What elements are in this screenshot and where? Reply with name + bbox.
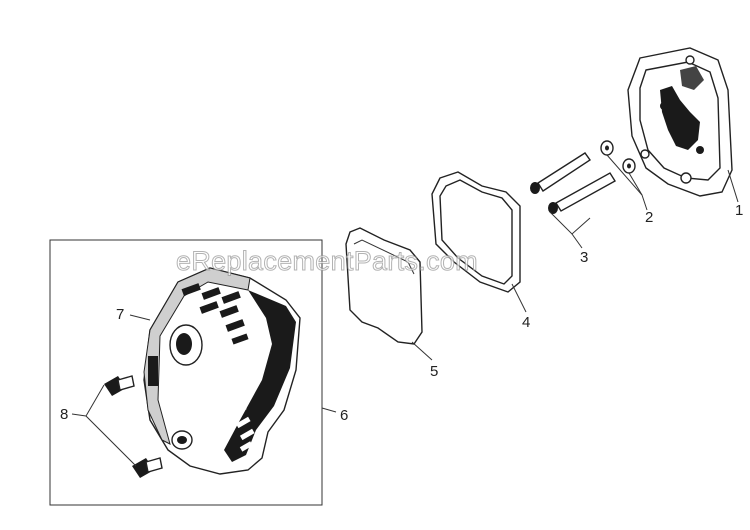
callout-8: 8 [60,406,68,423]
watermark-text: eReplacementParts.com [176,246,478,276]
part-8-knobs [104,375,163,478]
callout-5: 5 [430,363,438,380]
part-4-gasket [431,171,521,293]
callout-6: 6 [340,407,348,424]
callout-1: 1 [735,202,743,219]
assembly-box-6 [49,239,323,506]
callout-2: 2 [645,209,653,226]
callout-3: 3 [580,249,588,266]
leader-lines [71,154,739,467]
callout-7: 7 [116,306,124,323]
callout-4: 4 [522,314,530,331]
part-2-washers [600,140,636,174]
part-3-bolts [530,152,616,214]
part-7-cover [143,267,301,475]
part-1-base-plate [627,47,733,197]
